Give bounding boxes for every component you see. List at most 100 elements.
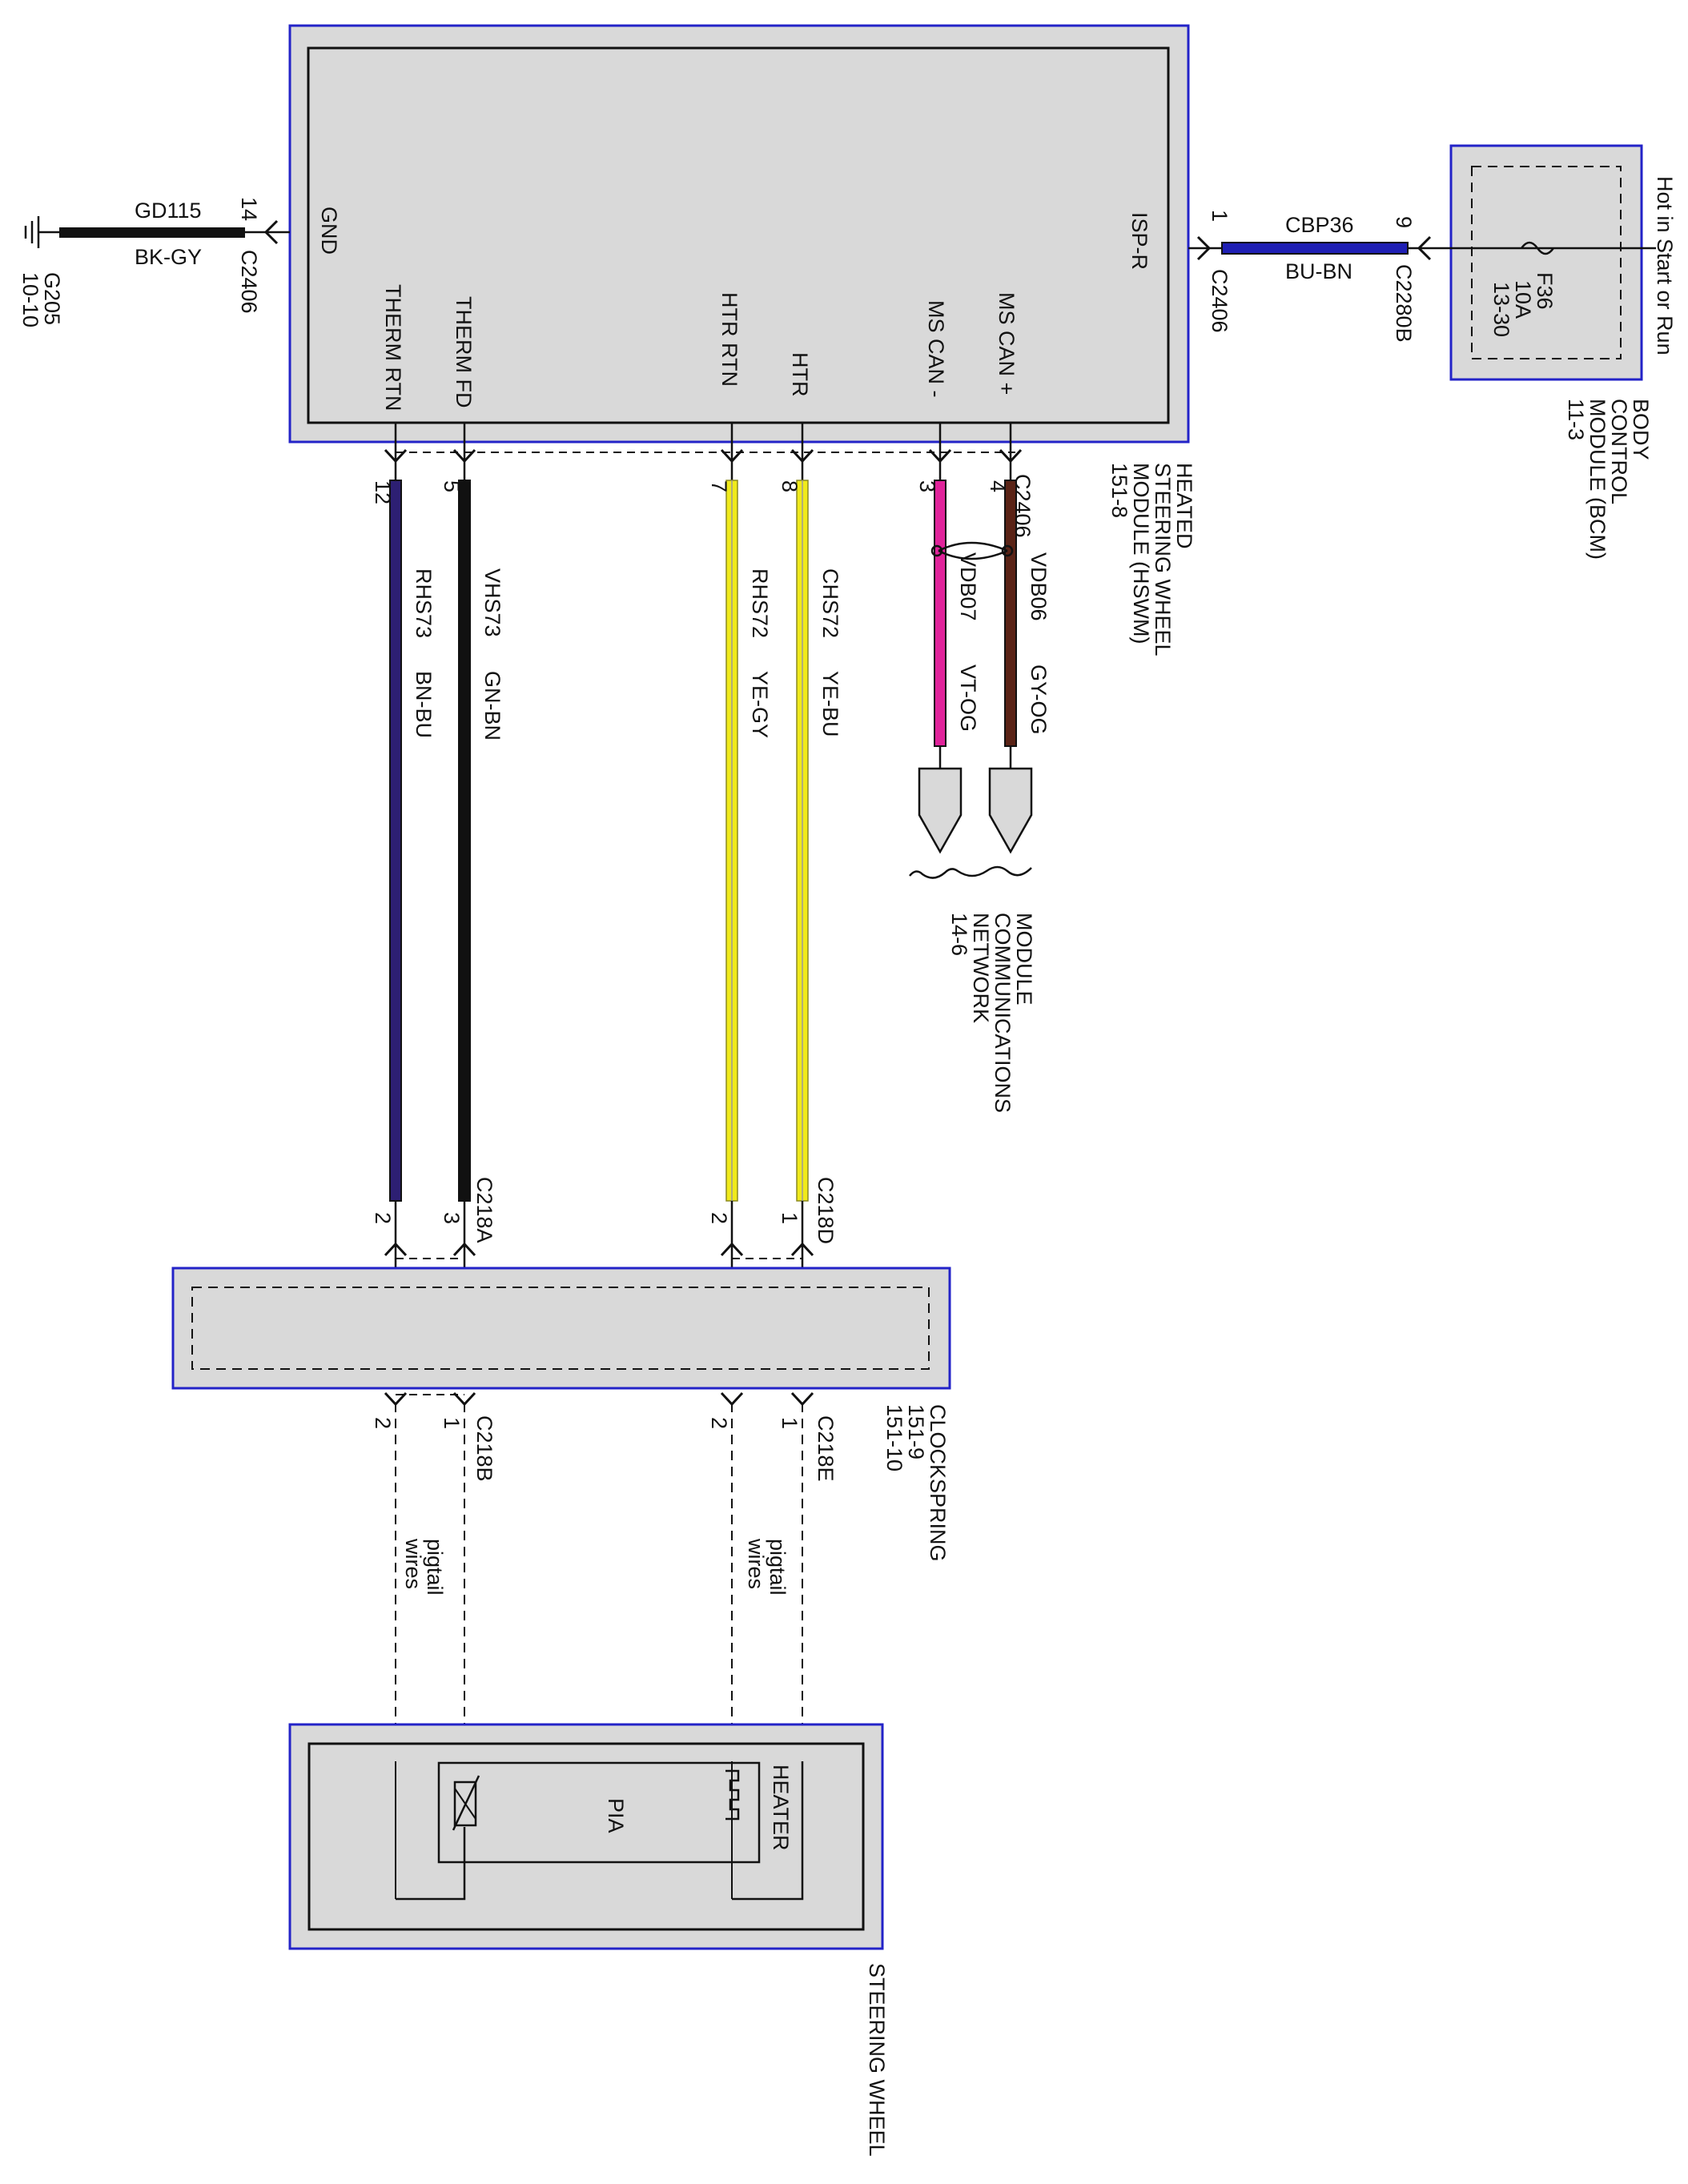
supply-bcm-connector: C2280B (1392, 264, 1416, 343)
can-twist (930, 541, 1014, 560)
pin-label-ms-can-plus: MS CAN + (995, 292, 1019, 395)
svg-text:COMMUNICATIONS: COMMUNICATIONS (991, 913, 1015, 1113)
hswm-connector-label: C2406 (1011, 474, 1035, 538)
c218d-label: C218D (814, 1177, 838, 1244)
ground-wire (38, 219, 290, 245)
svg-text:11-3: 11-3 (1564, 399, 1588, 440)
steering-wheel-title: STEERING WHEEL (865, 1963, 889, 2157)
heater-label: HEATER (769, 1764, 793, 1851)
clock-bottom-arrow-htr_rtn (720, 1391, 744, 1407)
color-code-htr: YE-BU (818, 671, 842, 737)
connector-arrow-ms_can_plus (999, 448, 1023, 464)
c218a-label: C218A (472, 1177, 496, 1243)
supply-circuit: CBP36 (1285, 213, 1354, 237)
c218b-label: C218B (472, 1415, 496, 1482)
color-code-ms_can_plus: GY-OG (1027, 664, 1051, 735)
ground-symbol (24, 216, 40, 248)
supply-bcm-pin: 9 (1392, 216, 1416, 228)
connector-arrow-therm_rtn (384, 448, 408, 464)
fuse-ref: 13-30 (1489, 282, 1513, 337)
hswm-module (288, 24, 1190, 444)
clock-top-pin-therm_fd: 3 (440, 1212, 464, 1224)
circuit-htr: CHS72 (818, 568, 842, 638)
pia-label: PIA (604, 1798, 628, 1833)
ground-ref: 10-10 (18, 272, 42, 327)
top-pin-ms_can_plus: 4 (986, 480, 1010, 492)
clock-bottom-pin-therm_fd: 1 (440, 1417, 464, 1429)
connector-arrow-ms_can_minus (928, 448, 952, 464)
supply-hswm-connector: C2406 (1208, 269, 1232, 333)
connector-arrow-htr_rtn (720, 448, 744, 464)
steering-wheel-wiring (395, 1761, 804, 1901)
top-pin-therm_fd: 5 (440, 480, 464, 492)
svg-text:151-8: 151-8 (1107, 463, 1131, 518)
circuit-ms_can_plus: VDB06 (1027, 552, 1051, 621)
clock-top-pin-therm_rtn: 2 (371, 1212, 395, 1224)
pigtail-label-e-line1: pigtail (766, 1539, 790, 1596)
top-pin-ms_can_minus: 3 (915, 480, 939, 492)
pin-label-therm-rtn: THERM RTN (381, 284, 405, 412)
top-pin-therm_rtn: 12 (371, 480, 395, 504)
bcm-title: BODY CONTROL MODULE (BCM) 11-3 (1564, 399, 1653, 560)
svg-text:CLOCKSPRING: CLOCKSPRING (926, 1404, 950, 1562)
pin-label-htr-rtn: HTR RTN (717, 292, 742, 387)
pigtail-label-a-line1: pigtail (423, 1539, 447, 1596)
thermistor-icon (452, 1775, 480, 1831)
clock-bottom-pin-therm_rtn: 2 (371, 1417, 395, 1429)
wire-therm_fd (458, 480, 471, 1202)
clock-top-pin-htr: 1 (778, 1212, 802, 1224)
svg-text:NETWORK: NETWORK (969, 913, 993, 1023)
svg-text:MODULE (BCM): MODULE (BCM) (1586, 399, 1610, 560)
hswm-title: HEATED STEERING WHEEL MODULE (HSWM) 151-… (1107, 463, 1196, 656)
pin-label-htr: HTR (788, 352, 812, 397)
clock-bottom-pin-htr: 1 (778, 1417, 802, 1429)
clock-top-arrow-htr (790, 1242, 814, 1257)
top-pin-htr_rtn: 7 (707, 480, 731, 492)
connector-arrow-htr (790, 448, 814, 464)
pigtail-label-a-line2: wires (401, 1538, 425, 1589)
supply-wire (1188, 235, 1432, 261)
clock-top-arrow-htr_rtn (720, 1242, 744, 1257)
ground-connector: C2406 (237, 250, 261, 314)
clock-bottom-pin-htr_rtn: 2 (707, 1417, 731, 1429)
svg-text:CONTROL: CONTROL (1607, 399, 1631, 504)
pin-label-gnd: GND (317, 207, 341, 255)
clock-top-arrow-therm_fd (452, 1242, 476, 1257)
heater-element-icon (725, 1769, 740, 1821)
svg-text:151-9: 151-9 (904, 1404, 928, 1459)
clockspring-module (171, 1267, 951, 1390)
pigtail-label-e-line2: wires (744, 1538, 768, 1589)
color-code-ms_can_minus: VT-OG (956, 664, 980, 732)
ground-color-code: BK-GY (135, 245, 202, 269)
can-network-connectors (909, 767, 1033, 879)
clock-bottom-arrow-htr (790, 1391, 814, 1407)
supply-note: Hot in Start or Run (1653, 176, 1677, 355)
circuit-htr_rtn: RHS72 (748, 568, 772, 638)
circuit-therm_rtn: RHS73 (412, 568, 436, 638)
ground-pin: 14 (237, 197, 261, 221)
svg-text:14-6: 14-6 (947, 913, 971, 956)
circuit-ms_can_minus: VDB07 (956, 552, 980, 621)
color-code-htr_rtn: YE-GY (748, 671, 772, 738)
wire-therm_rtn (389, 480, 402, 1202)
steering-wheel-module (288, 1723, 884, 1950)
circuit-therm_fd: VHS73 (480, 568, 504, 637)
supply-color-code: BU-BN (1285, 259, 1352, 283)
svg-text:MODULE (HSWM): MODULE (HSWM) (1129, 463, 1153, 644)
connector-arrow-therm_fd (452, 448, 476, 464)
pin-label-ms-can-minus: MS CAN - (924, 300, 948, 398)
clockspring-title: CLOCKSPRING 151-9 151-10 (882, 1404, 950, 1562)
fuse-name: F36 (1533, 272, 1557, 310)
supply-hswm-pin: 1 (1208, 210, 1232, 222)
svg-text:HEATED: HEATED (1172, 463, 1196, 549)
fuse-rating: 10A (1511, 280, 1535, 319)
ground-circuit: GD115 (135, 199, 202, 223)
c218e-label: C218E (814, 1415, 838, 1482)
clock-top-arrow-therm_rtn (384, 1242, 408, 1257)
pin-label-isp-r: ISP-R (1127, 212, 1151, 270)
color-code-therm_rtn: BN-BU (412, 671, 436, 738)
clock-top-pin-htr_rtn: 2 (707, 1212, 731, 1224)
svg-text:MODULE: MODULE (1012, 913, 1036, 1006)
wire-ms_can_minus (934, 480, 946, 747)
